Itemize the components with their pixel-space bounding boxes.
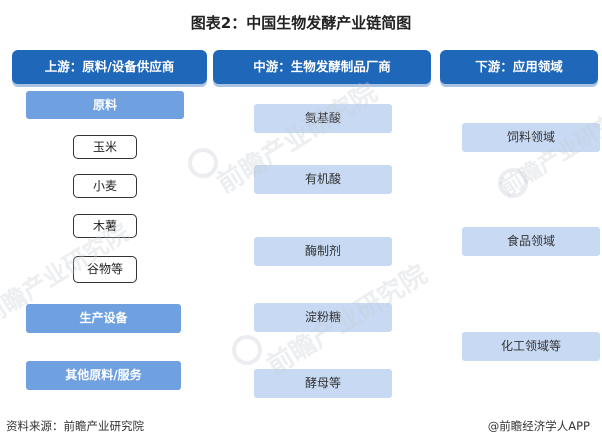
header-downstream: 下游：应用领域 — [440, 50, 598, 84]
raw-item-cassava: 木薯 — [73, 214, 137, 238]
header-upstream: 上游：原料/设备供应商 — [12, 50, 207, 84]
raw-item-wheat: 小麦 — [73, 174, 137, 198]
down-chemical: 化工领域等 — [462, 332, 600, 361]
raw-item-corn: 玉米 — [73, 135, 137, 159]
mid-yeast: 酵母等 — [254, 369, 392, 398]
upstream-other: 其他原料/服务 — [26, 361, 181, 390]
down-food: 食品领域 — [462, 227, 600, 256]
diagram-title: 图表2：中国生物发酵产业链简图 — [190, 14, 412, 32]
upstream-raw-materials: 原料 — [26, 91, 184, 119]
down-feed: 饲料领域 — [462, 123, 600, 152]
raw-item-grains: 谷物等 — [73, 256, 137, 283]
upstream-equipment: 生产设备 — [26, 304, 181, 333]
source-note: 资料来源：前瞻产业研究院 — [6, 419, 144, 433]
watermark-logo — [188, 148, 218, 178]
mid-amino-acid: 氨基酸 — [254, 104, 392, 133]
watermark-logo — [498, 168, 528, 198]
mid-organic-acid: 有机酸 — [254, 165, 392, 194]
brand-label: @前瞻经济学人APP — [487, 419, 590, 433]
watermark-logo — [232, 335, 262, 365]
mid-starch-sugar: 淀粉糖 — [254, 303, 392, 332]
mid-enzyme: 酶制剂 — [254, 237, 392, 266]
header-midstream: 中游：生物发酵制品厂商 — [213, 50, 431, 84]
